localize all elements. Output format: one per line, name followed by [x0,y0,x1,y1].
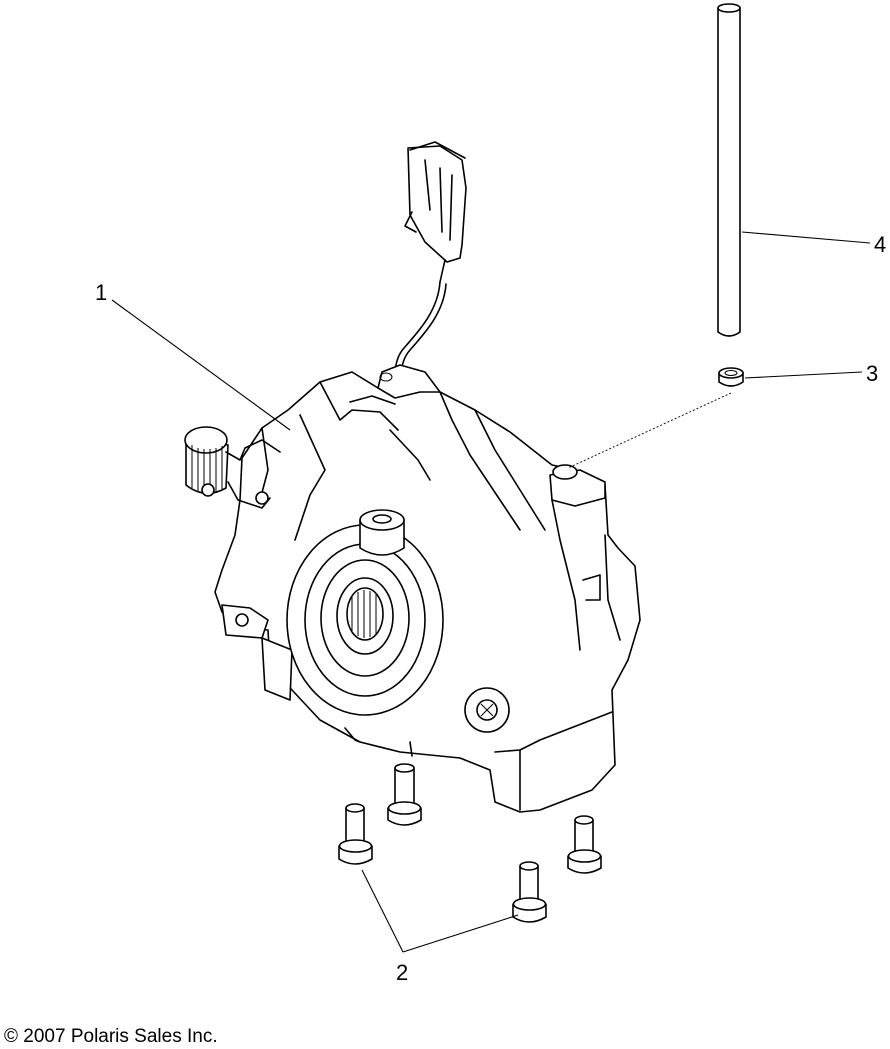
callout-3: 3 [866,361,878,386]
leader-3 [744,371,863,379]
leader-2a [361,869,404,953]
bolt[interactable] [567,815,602,874]
part-4-vent-tube[interactable] [717,3,741,337]
electrical-connector[interactable] [394,141,467,387]
callout-2: 2 [396,960,408,985]
leader-2b [402,914,519,953]
bolt[interactable] [387,763,422,826]
copyright-notice: © 2007 Polaris Sales Inc. [4,1026,218,1047]
callout-1: 1 [95,280,107,305]
part-3-clamp[interactable] [718,367,744,387]
leader-lines [111,231,871,953]
part-2-bolts[interactable] [338,763,602,923]
callout-4: 4 [874,232,886,257]
leader-4 [741,231,871,244]
part-1-gearcase[interactable] [184,364,641,813]
assembly-line-clamp [567,392,732,469]
bolt[interactable] [512,861,547,923]
bolt[interactable] [338,803,373,865]
leader-1 [111,299,291,431]
